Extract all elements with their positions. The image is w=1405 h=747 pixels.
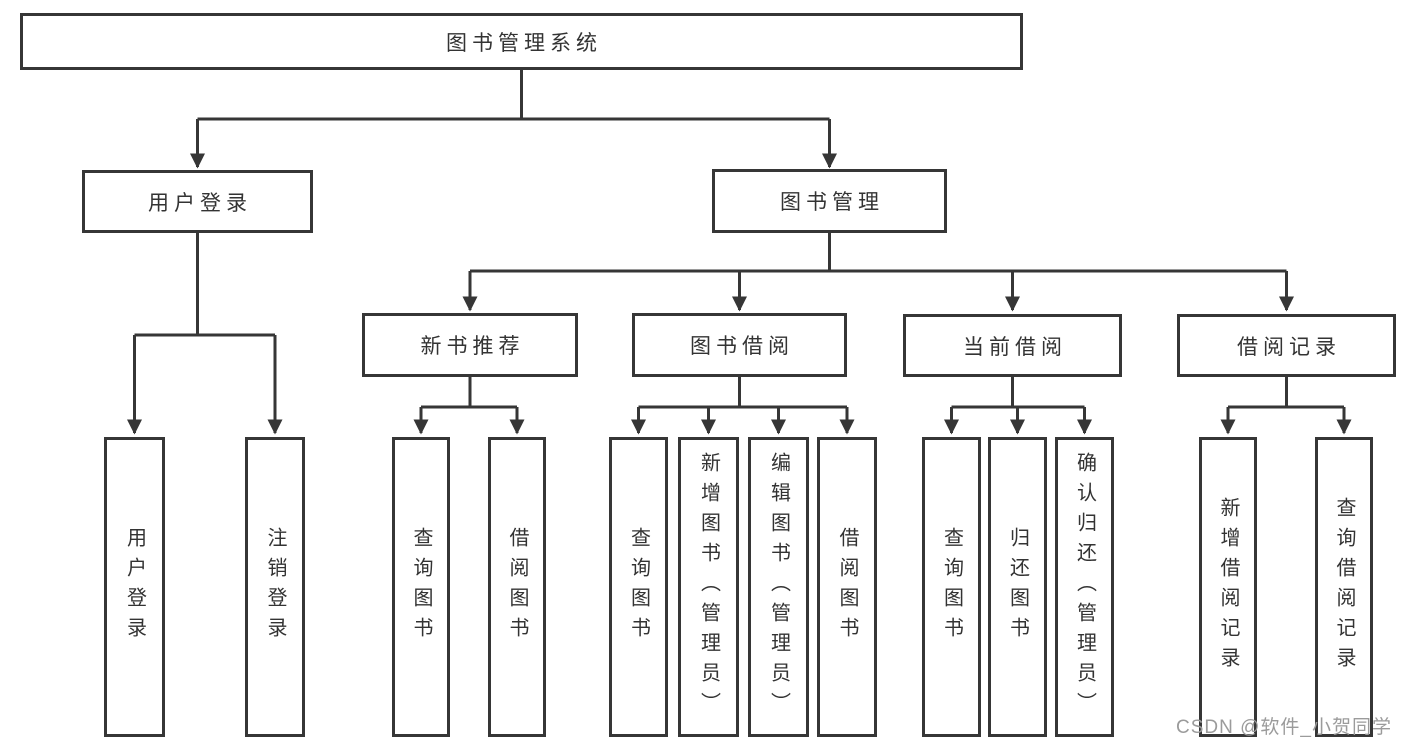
- leaf-edit-book-admin-label: 编辑图书（管理员）: [767, 452, 790, 722]
- leaf-user-login-label: 用户登录: [123, 527, 146, 647]
- leaf-borrow-books-label: 借阅图书: [836, 527, 858, 647]
- connector-root-stem: [197, 70, 830, 121]
- node-user-login: 用户登录: [82, 170, 313, 233]
- leaf-query-books-current-label: 查询图书: [940, 527, 963, 647]
- connector-user-login-stem: [134, 233, 275, 337]
- leaf-add-book-admin: 新增图书（管理员）: [678, 437, 739, 737]
- leaf-query-borrow-record-label: 查询借阅记录: [1333, 497, 1355, 677]
- leaf-borrow-books-recommend: 借阅图书: [488, 437, 546, 737]
- node-new-book-recommend-label: 新书推荐: [420, 335, 525, 358]
- leaf-query-books-recommend: 查询图书: [392, 437, 450, 737]
- leaf-query-books-current: 查询图书: [922, 437, 981, 737]
- leaf-logout-login-label: 注销登录: [264, 527, 286, 647]
- node-book-management: 图书管理: [712, 169, 947, 233]
- leaf-logout-login: 注销登录: [245, 437, 305, 737]
- leaf-query-books-recommend-label: 查询图书: [410, 527, 432, 647]
- leaf-user-login: 用户登录: [104, 437, 165, 737]
- connector-current-borrow-stem: [951, 377, 1085, 409]
- node-current-borrow: 当前借阅: [903, 314, 1122, 377]
- node-current-borrow-label: 当前借阅: [963, 335, 1067, 359]
- node-new-book-recommend: 新书推荐: [362, 313, 578, 377]
- leaf-add-borrow-record: 新增借阅记录: [1199, 437, 1257, 737]
- connector-new-book-recommend-stem: [421, 377, 517, 409]
- connector-book-management-stem: [470, 233, 1287, 273]
- leaf-query-books-borrow: 查询图书: [609, 437, 668, 737]
- leaf-add-borrow-record-label: 新增借阅记录: [1217, 497, 1239, 677]
- leaf-borrow-books-recommend-label: 借阅图书: [506, 527, 528, 647]
- node-root: 图书管理系统: [20, 13, 1023, 70]
- leaf-borrow-books: 借阅图书: [817, 437, 877, 737]
- connector-borrow-records-stem: [1228, 377, 1344, 409]
- leaf-confirm-return-admin: 确认归还（管理员）: [1055, 437, 1114, 737]
- leaf-confirm-return-admin-label: 确认归还（管理员）: [1073, 452, 1096, 722]
- leaf-query-borrow-record: 查询借阅记录: [1315, 437, 1373, 737]
- node-book-borrow: 图书借阅: [632, 313, 847, 377]
- connector-book-borrow-stem: [638, 377, 847, 409]
- watermark: CSDN @软件_小贺同学: [1176, 717, 1392, 738]
- leaf-edit-book-admin: 编辑图书（管理员）: [748, 437, 809, 737]
- node-root-label: 图书管理系统: [446, 31, 602, 55]
- node-borrow-records-label: 借阅记录: [1237, 335, 1341, 359]
- leaf-query-books-borrow-label: 查询图书: [627, 527, 650, 647]
- node-borrow-records: 借阅记录: [1177, 314, 1396, 377]
- node-book-borrow-label: 图书借阅: [690, 335, 794, 358]
- leaf-add-book-admin-label: 新增图书（管理员）: [697, 452, 720, 722]
- leaf-return-books: 归还图书: [988, 437, 1047, 737]
- node-user-login-label: 用户登录: [148, 191, 252, 215]
- node-book-management-label: 图书管理: [780, 191, 884, 214]
- leaf-return-books-label: 归还图书: [1006, 527, 1029, 647]
